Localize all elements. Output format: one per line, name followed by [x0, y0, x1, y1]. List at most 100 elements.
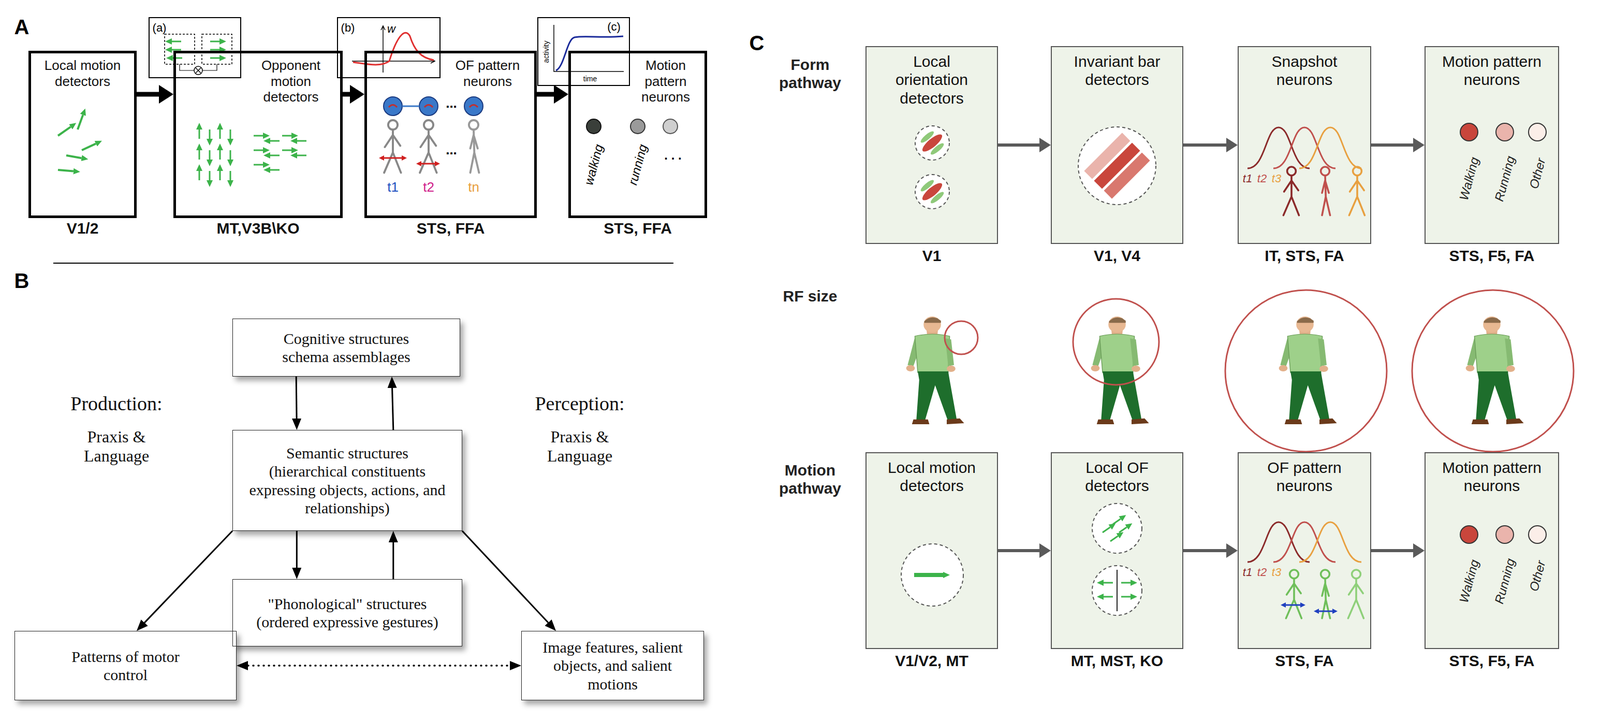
text-label: t3: [1271, 565, 1282, 579]
process-box: Semantic structures(hierarchical constit…: [232, 429, 463, 531]
area-label: STS, F5, FA: [1404, 651, 1579, 669]
box-title: Motion pattern neurons: [632, 57, 700, 106]
text-label: Walking: [1456, 155, 1482, 202]
connector-arrow: [997, 548, 1040, 552]
connector-arrow: [296, 530, 298, 568]
text-label: B: [14, 268, 30, 293]
process-box: Opponent motion detectorsMT,V3B\KO: [173, 50, 343, 218]
area-label: MT,V3B\KO: [155, 219, 361, 237]
text-label: Running: [1491, 556, 1518, 606]
text-label: Other: [1526, 558, 1549, 593]
box-title: Local motion detectors: [879, 458, 984, 495]
box-title: Patterns of motor control: [58, 647, 194, 684]
box-fill: [232, 318, 461, 377]
connector-arrow: [536, 91, 554, 97]
area-label: V1/V2, MT: [845, 651, 1018, 669]
box-title: Motion pattern neurons: [1440, 52, 1544, 90]
process-box: Image features, salient objects, and sal…: [521, 630, 704, 700]
text-label: Walking: [1456, 557, 1482, 604]
connector-arrow: [997, 143, 1040, 147]
text-label: ...: [445, 142, 458, 158]
text-label: walking: [581, 142, 606, 187]
text-label: tn: [467, 179, 480, 196]
process-box: Local motion detectorsV1/2: [28, 50, 137, 218]
text-label: t1: [1242, 171, 1253, 185]
text-label: t2: [1257, 171, 1267, 185]
connector-arrow: [462, 530, 549, 623]
text-label: t2: [1257, 565, 1267, 579]
box-title: "Phonological" structures: [268, 594, 428, 613]
area-label: MT, MST, KO: [1031, 651, 1203, 669]
text-label: Motion pathway: [771, 461, 849, 497]
connector-arrow: [247, 664, 510, 667]
connector-arrow: [136, 91, 159, 97]
box-title: Invariant bar detectors: [1065, 52, 1169, 90]
box-title: Opponent motion detectors: [246, 57, 335, 106]
text-label: Praxis & Language: [64, 427, 169, 466]
connector-arrow: [392, 387, 394, 430]
process-box: Cognitive structuresschema assemblages: [232, 318, 461, 377]
box-title: Semantic structures: [286, 443, 409, 462]
text-label: activity: [541, 40, 551, 64]
text-label: Running: [1491, 154, 1518, 203]
box-body: (ordered expressive gestures): [256, 612, 439, 631]
connector-arrow: [1371, 143, 1414, 147]
text-label: Production:: [70, 392, 163, 416]
text-label: . . .: [664, 148, 682, 163]
connector-arrow: [1183, 548, 1227, 552]
text-label: t1: [387, 179, 399, 196]
process-box: Motion pattern neuronsSTS, F5, FA: [1424, 46, 1560, 244]
box-title: OF pattern neurons: [1252, 458, 1357, 495]
area-label: STS, FFA: [550, 219, 726, 237]
connector-arrow: [342, 91, 350, 97]
area-label: V1: [845, 246, 1018, 264]
process-box: OF pattern neuronsSTS, FA: [1237, 451, 1372, 649]
text-label: Perception:: [534, 392, 625, 416]
process-box: Invariant bar detectorsV1, V4: [1050, 46, 1184, 244]
process-box: Snapshot neuronsIT, STS, FA: [1237, 46, 1372, 244]
text-label: w: [387, 22, 396, 36]
process-box: Local motion detectorsV1/V2, MT: [865, 451, 998, 649]
area-label: V1, V4: [1031, 246, 1203, 264]
text-label: t2: [422, 179, 435, 196]
process-box: "Phonological" structures(ordered expres…: [232, 578, 463, 647]
text-label: ...: [445, 95, 458, 112]
text-label: A: [14, 15, 30, 39]
text-label: Other: [1526, 156, 1549, 190]
process-box: Motion pattern neuronsSTS, F5, FA: [1424, 451, 1560, 649]
text-label: time: [583, 74, 597, 83]
process-box: Patterns of motor control: [14, 630, 237, 700]
process-box: Local OF detectorsMT, MST, KO: [1050, 451, 1184, 649]
connector-arrow: [1371, 548, 1414, 552]
box-title: Local OF detectors: [1065, 458, 1169, 495]
text-label: (a): [152, 21, 167, 35]
area-label: STS, FA: [1217, 651, 1391, 669]
text-label: (b): [341, 21, 356, 35]
area-label: STS, F5, FA: [1404, 246, 1579, 264]
text-label: Form pathway: [771, 55, 849, 92]
box-title: Local motion detectors: [36, 57, 129, 90]
box-body: (hierarchical constituents expressing ob…: [246, 461, 449, 517]
connector-arrow: [1183, 143, 1227, 147]
connector-arrow: [295, 376, 298, 419]
box-fill: [232, 578, 463, 647]
area-label: STS, FFA: [346, 219, 555, 237]
box-title: Snapshot neurons: [1252, 52, 1357, 90]
area-label: IT, STS, FA: [1217, 246, 1391, 264]
process-box: Local orientation detectorsV1: [865, 46, 998, 244]
box-title: Cognitive structures: [283, 329, 409, 348]
area-label: V1/2: [10, 219, 155, 237]
box-title: Motion pattern neurons: [1440, 458, 1544, 495]
box-title: Image features, salient objects, and sal…: [535, 637, 691, 693]
box-fill: [14, 630, 237, 700]
box-title: OF pattern neurons: [446, 57, 530, 90]
text-label: RF size: [782, 287, 838, 306]
text-label: t3: [1271, 171, 1282, 185]
text-label: running: [625, 142, 650, 187]
connector-arrow: [144, 530, 233, 623]
box-title: Local orientation detectors: [879, 52, 984, 108]
connector-arrow: [392, 541, 394, 579]
text-label: (c): [607, 20, 621, 34]
